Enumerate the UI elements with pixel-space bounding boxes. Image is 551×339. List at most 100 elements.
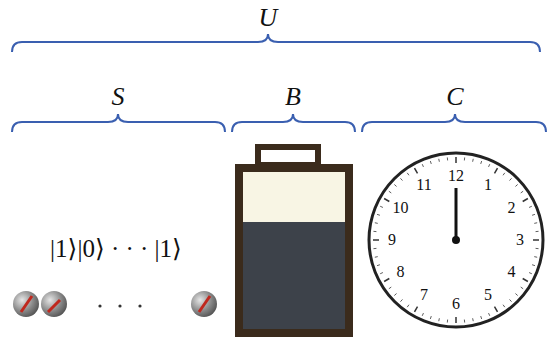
clock-tick [455,157,457,163]
spin-ball [41,291,67,317]
clock-numeral: 8 [397,264,405,280]
clock-tick [384,279,389,282]
clock-numeral: 4 [507,264,515,280]
clock-numeral: 5 [484,287,492,303]
clock-tick [536,231,539,232]
brace-label: B [285,82,301,112]
clock-tick [422,164,423,167]
clock-tick [455,317,457,323]
clock-tick [464,320,465,323]
clock-tick [489,164,490,167]
clock-tick [533,239,539,241]
clock-tick [510,299,512,301]
clock-tick [389,191,391,193]
clock-numeral: 10 [393,200,409,216]
clock-tick [464,157,465,160]
clock-tick [521,287,523,289]
clock-tick [430,316,432,319]
clock-tick [503,173,505,175]
clock-tick [515,184,517,186]
clock-tick [447,157,448,160]
brace-s [12,114,225,132]
clock-tick [438,318,440,321]
battery-charge [239,222,349,333]
brace-c [362,114,546,132]
clock-hand [455,188,458,240]
clock-tick [536,248,539,249]
clock-numeral: 1 [484,177,492,193]
clock-tick [447,320,448,323]
clock-tick [472,159,474,162]
clock-tick [480,316,482,319]
dot [138,304,141,307]
clock-tick [430,161,432,164]
clock-tick [438,159,440,162]
battery-empty [239,168,349,333]
clock-numeral: 12 [448,168,464,184]
clock-tick [373,239,379,241]
clock-tick [377,214,380,216]
battery-body [239,168,349,333]
clock-tick [375,256,378,258]
brace [12,34,546,132]
clock-tick [503,305,505,307]
clock-tick [472,318,474,321]
clock-pivot [452,236,460,244]
clock-tick [415,168,418,173]
clock-numeral: 7 [420,287,428,303]
battery-cap [258,147,318,165]
clock-tick [510,178,512,180]
clock-tick [523,199,528,202]
spin-arrow [21,296,32,312]
clock-tick [489,313,490,316]
clock-rim [369,153,543,327]
clock-tick [529,273,532,274]
spin-arrow [199,296,210,312]
clock-tick [495,168,498,173]
clock-tick [534,256,537,258]
dot [98,304,101,307]
clock-tick [480,161,482,164]
clock-tick [495,307,498,312]
clock-tick [529,206,532,207]
clock-tick [534,222,537,224]
ket-state: |1⟩|0⟩ · · · |1⟩ [50,234,182,263]
clock-tick [521,191,523,193]
clock-tick [532,264,535,266]
clock-tick [380,206,383,207]
clock-tick [515,294,517,296]
clock-numeral: 9 [388,232,396,248]
brace-u [12,34,540,52]
clock-tick [400,178,402,180]
clock-tick [394,294,396,296]
clock-face: 121234567891011 [366,150,546,330]
spin-particles [13,291,217,317]
clock-tick [407,173,409,175]
clock-tick [523,279,528,282]
clock-tick [384,199,389,202]
spin-ball [191,291,217,317]
clock-numeral: 6 [452,296,460,312]
clock-tick [377,264,380,266]
clock-tick [407,305,409,307]
clock-tick [389,287,391,289]
clock-numeral: 3 [516,232,524,248]
clock-tick [394,184,396,186]
clock-tick [380,273,383,274]
brace-b [232,114,355,132]
clock-numeral: 11 [416,177,431,193]
clock-tick [422,313,423,316]
brace-label: U [259,3,278,33]
clock-tick [375,222,378,224]
clock-tick [373,231,376,232]
battery [239,147,349,333]
clock-tick [400,299,402,301]
clock-tick [532,214,535,216]
clock-tick [415,307,418,312]
spin-arrow [48,300,60,312]
spin-ball [13,291,39,317]
dot [118,304,121,307]
clock-numeral: 2 [507,200,515,216]
brace-label: C [446,82,463,112]
clock-tick [373,248,376,249]
